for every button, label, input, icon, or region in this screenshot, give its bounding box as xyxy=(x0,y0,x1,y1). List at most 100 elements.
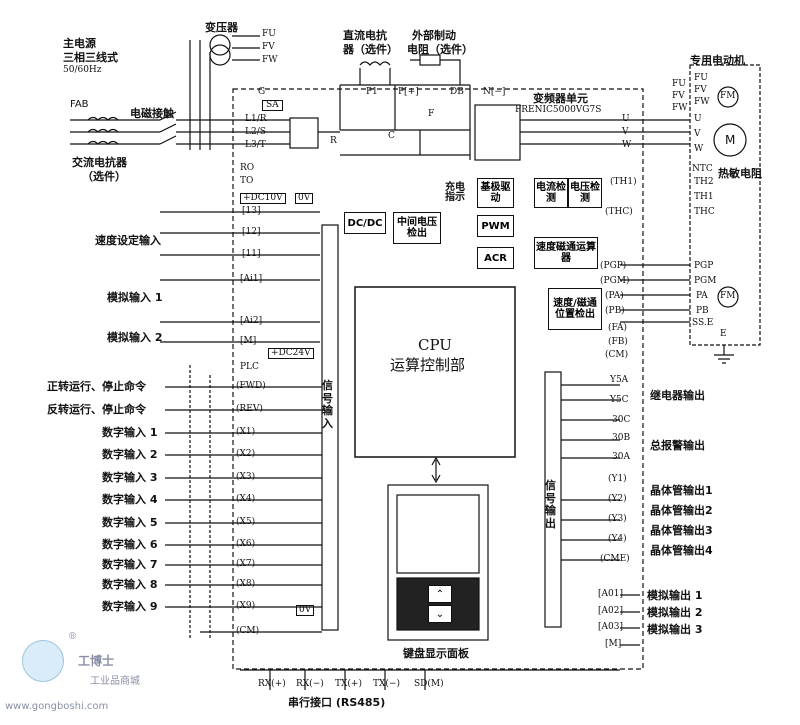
digital-input7-label: 数字输入 7 xyxy=(102,558,158,571)
relay-output-label: 继电器输出 xyxy=(650,389,705,402)
dc-reactor-label2: 器（选件） xyxy=(343,43,398,56)
dc10v-label: +DC10V xyxy=(240,193,286,204)
contactor-label: 电磁接触 xyxy=(130,107,174,120)
terminal-p1: P1 xyxy=(366,87,378,97)
motor-u: U xyxy=(694,114,702,124)
terminal-y5a: Y5A xyxy=(610,375,629,385)
terminal-y1: (Y1) xyxy=(608,474,627,484)
digital-input5-label: 数字输入 5 xyxy=(102,516,158,529)
brake-res-label2: 电阻（选件） xyxy=(407,43,473,56)
terminal-x1: (X1) xyxy=(236,427,256,437)
terminal-f: F xyxy=(428,109,435,119)
terminal-u: U xyxy=(622,114,630,124)
motor-fw: FW xyxy=(694,97,710,107)
transformer-label: 变压器 xyxy=(205,21,238,34)
terminal-x4: (X4) xyxy=(236,494,256,504)
ac-reactor-option: （选件） xyxy=(82,170,126,183)
serial-rxp: RX(+) xyxy=(258,679,286,689)
signal-output-label: 信号输出 xyxy=(545,479,556,530)
terminal-pgm: (PGM) xyxy=(600,276,630,286)
terminal-y4: (Y4) xyxy=(608,534,627,544)
terminal-ai2: [Ai2] xyxy=(240,316,263,326)
terminal-thc: (THC) xyxy=(605,207,633,217)
motor-circle xyxy=(713,123,747,157)
serial-rxm: RX(−) xyxy=(296,679,324,689)
terminal-th1: (TH1) xyxy=(610,177,637,187)
three-phase-label: 三相三线式 xyxy=(63,51,118,64)
watermark-brand: 工博士 xyxy=(78,654,115,668)
alarm-output-label: 总报警输出 xyxy=(650,439,705,452)
motor-fm-top: FM xyxy=(720,91,736,101)
voltage-detect-block: 电压检测 xyxy=(568,178,602,208)
speed-position-block: 速度/磁通位置检出 xyxy=(548,288,602,330)
keypad-frame xyxy=(387,484,489,641)
motor-fv-left: FV xyxy=(672,91,685,101)
transformer-fw: FW xyxy=(262,55,278,65)
terminal-l1: L1/R xyxy=(245,114,267,124)
terminal-c: C xyxy=(388,131,395,141)
terminal-pb: (PB) xyxy=(605,306,625,316)
terminal-m-right: [M] xyxy=(605,639,622,649)
terminal-w: W xyxy=(622,140,632,150)
digital-input4-label: 数字输入 4 xyxy=(102,493,158,506)
analog-output2-label: 模拟输出 2 xyxy=(647,606,703,619)
terminal-m-left: [M] xyxy=(240,336,257,346)
thermistor-label: 热敏电阻 xyxy=(718,167,762,180)
terminal-fb: (FB) xyxy=(608,337,628,347)
analog-output1-label: 模拟输出 1 xyxy=(647,589,703,602)
digital-input9-label: 数字输入 9 xyxy=(102,600,158,613)
signal-input-bar xyxy=(321,224,339,631)
motor-pgm: PGM xyxy=(694,276,717,286)
terminal-ro: RO xyxy=(240,163,255,173)
motor-m: M xyxy=(725,133,736,147)
dc-voltage-detect-block: 中间电压检出 xyxy=(393,212,441,244)
terminal-x8: (X8) xyxy=(236,579,256,589)
terminal-cm-left: (CM) xyxy=(236,626,260,636)
digital-input8-label: 数字输入 8 xyxy=(102,578,158,591)
motor-ntc: NTC xyxy=(692,164,713,174)
motor-th2: TH2 xyxy=(694,177,714,187)
watermark-url: www.gongboshi.com xyxy=(5,701,109,712)
dcdc-block: DC/DC xyxy=(344,212,386,234)
fwd-command-label: 正转运行、停止命令 xyxy=(47,380,146,393)
main-power-lines xyxy=(70,34,340,150)
digital-input2-label: 数字输入 2 xyxy=(102,448,158,461)
speed-setting-input-label: 速度设定输入 xyxy=(95,234,161,247)
terminal-y3: (Y3) xyxy=(608,514,627,524)
terminal-y5c: Y5C xyxy=(610,395,629,405)
acr-block: ACR xyxy=(477,247,514,269)
signal-input-label: 信号输入 xyxy=(322,379,333,430)
terminal-db: DB xyxy=(450,87,464,97)
output-wires xyxy=(561,264,690,646)
terminal-x2: (X2) xyxy=(236,449,256,459)
cpu-block xyxy=(354,286,516,458)
terminal-fwd: (FWD) xyxy=(236,381,266,391)
analog-input1-label: 模拟输入 1 xyxy=(107,291,163,304)
terminal-rev: (REV) xyxy=(236,404,263,414)
terminal-x3: (X3) xyxy=(236,472,256,482)
terminal-pplus: P[+] xyxy=(398,87,419,97)
output-lines xyxy=(520,119,690,145)
ac-reactor-label: 交流电抗器 xyxy=(72,156,127,169)
terminal-x6: (X6) xyxy=(236,539,256,549)
digital-input1-label: 数字输入 1 xyxy=(102,426,158,439)
flux-calc-block: 速度磁通运算器 xyxy=(534,237,598,269)
cpu-title: CPU xyxy=(418,336,452,354)
serial-txp: TX(+) xyxy=(335,679,362,689)
base-drive-block: 基极驱动 xyxy=(477,178,514,208)
terminal-x9: (X9) xyxy=(236,601,256,611)
terminal-12: [12] xyxy=(242,227,261,237)
motor-w: W xyxy=(694,144,704,154)
terminal-y2: (Y2) xyxy=(608,494,627,504)
cpu-subtitle: 运算控制部 xyxy=(390,356,466,374)
motor-pgp: PGP xyxy=(694,261,714,271)
pwm-block: PWM xyxy=(477,215,514,237)
transistor-output3-label: 晶体管输出3 xyxy=(650,524,713,537)
motor-fu: FU xyxy=(694,73,708,83)
serial-txm: TX(−) xyxy=(373,679,400,689)
terminal-pgp: (PGP) xyxy=(600,261,627,271)
terminal-sa: SA xyxy=(262,100,283,111)
inverter-unit-label: 变频器单元 xyxy=(533,92,588,105)
